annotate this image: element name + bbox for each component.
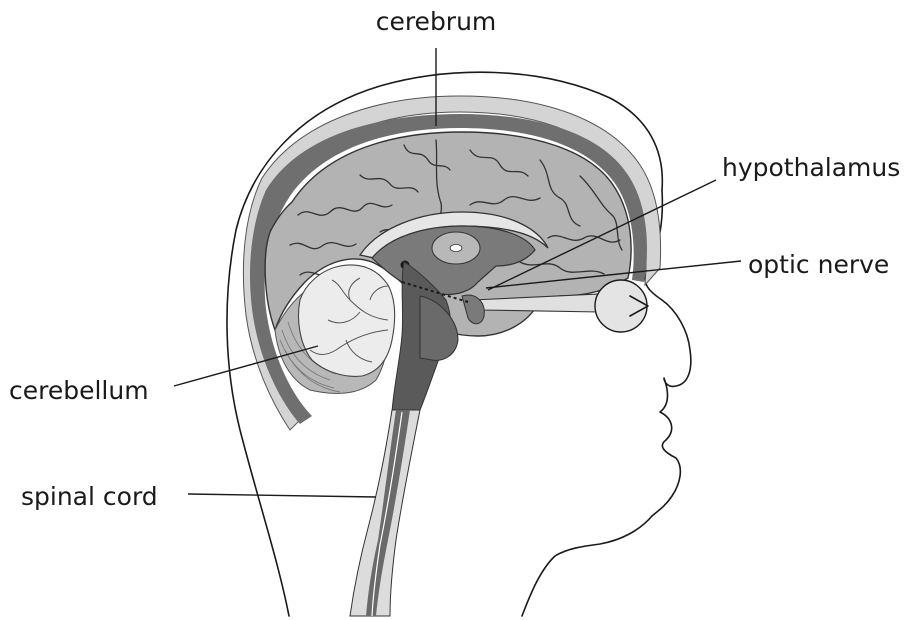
hypothalamus-label: hypothalamus [722,153,900,182]
cerebrum-label: cerebrum [376,7,497,36]
cerebellum-arbor [299,265,395,376]
cerebellum-label: cerebellum [9,376,149,405]
eye [595,280,647,332]
spinal-cord-leader [188,494,376,497]
third-ventricle [450,245,462,252]
spinal-cord-label: spinal cord [21,482,158,511]
optic-nerve-label: optic nerve [748,250,889,279]
